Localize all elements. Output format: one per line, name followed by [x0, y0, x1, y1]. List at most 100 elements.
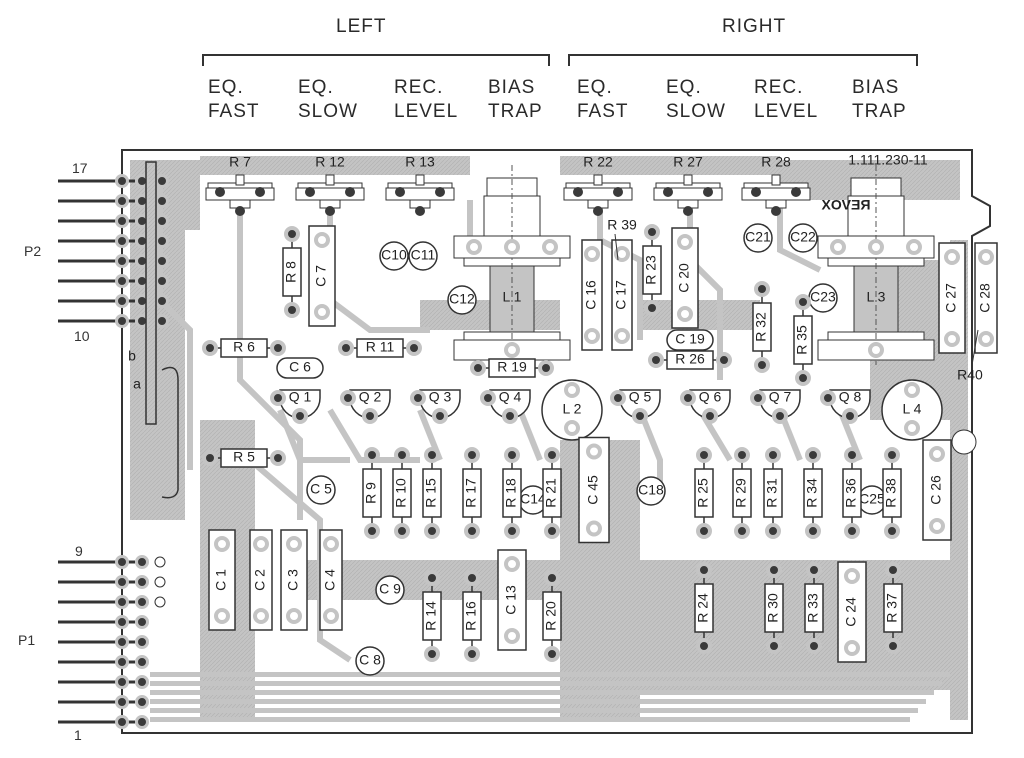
connector-pad: [155, 234, 169, 248]
solder-pad: [584, 246, 600, 262]
solder-pad: [542, 239, 558, 255]
p1-connector-label: P1: [18, 632, 36, 648]
solder-pad: [844, 523, 860, 539]
connector-pad: [115, 615, 129, 629]
resistor-label: R 10: [393, 478, 409, 508]
solder-pad: [806, 638, 822, 654]
bus-trace: [150, 717, 910, 722]
solder-pad: [464, 447, 480, 463]
empty-pad: [154, 576, 166, 588]
resistor: [282, 247, 302, 297]
capacitor-label: C 5: [310, 481, 332, 497]
resistor-label: R 26: [675, 351, 705, 367]
resistor: [502, 468, 522, 518]
group-label-right: RIGHT: [722, 16, 787, 37]
resistor: [764, 583, 784, 633]
solder-pad: [253, 608, 269, 624]
solder-pad: [538, 360, 554, 376]
connector-pad: [135, 695, 149, 709]
connector-pad: [115, 274, 129, 288]
solder-pad: [614, 246, 630, 262]
connector-pad: [115, 555, 129, 569]
connector-pad: [135, 194, 149, 208]
electrolytic-capacitor: [379, 241, 409, 271]
trimmer-potentiometer: [205, 174, 275, 216]
solder-pad: [544, 646, 560, 662]
p2-pin-bottom-label: 10: [74, 328, 90, 344]
bus-trace: [150, 699, 926, 704]
transistor-label: Q 5: [629, 389, 652, 405]
solder-pad: [470, 360, 486, 376]
mounting-hole: [951, 429, 977, 455]
right-group-bracket: [568, 54, 918, 66]
capacitor-label: C 6: [289, 359, 311, 375]
solder-pad: [410, 390, 426, 406]
solder-pad: [502, 408, 518, 424]
trimmer-potentiometer: [385, 174, 455, 216]
connector-pad: [155, 314, 169, 328]
connector-pad: [135, 655, 149, 669]
resistor-label: R 33: [805, 593, 821, 623]
connector-pad: [135, 174, 149, 188]
resistor-label: R 29: [733, 478, 749, 508]
resistor-label: R 31: [764, 478, 780, 508]
solder-pad: [362, 408, 378, 424]
resistor-label: R 19: [497, 359, 527, 375]
solder-pad: [464, 523, 480, 539]
solder-pad: [314, 304, 330, 320]
solder-pad: [424, 523, 440, 539]
left-group-bracket: [202, 54, 550, 66]
capacitor-label: C 26: [928, 475, 944, 505]
resistor: [220, 338, 268, 358]
connector-pad: [155, 174, 169, 188]
solder-pad: [586, 520, 602, 537]
connector-pad: [115, 254, 129, 268]
resistor: [694, 583, 714, 633]
connector-pad: [135, 214, 149, 228]
connector-pad: [135, 294, 149, 308]
transistor-label: Q 8: [839, 389, 862, 405]
trimmer-potentiometer: [653, 174, 723, 216]
solder-pad: [696, 523, 712, 539]
capacitor-label: C 24: [843, 597, 859, 627]
connector-pad: [135, 575, 149, 589]
solder-pad: [202, 450, 218, 466]
solder-pad: [766, 562, 782, 578]
resistor-label: R 20: [543, 601, 559, 631]
solder-pad: [644, 300, 660, 316]
resistor-label: R 8: [283, 261, 299, 283]
solder-pad: [906, 239, 922, 255]
solder-pad: [702, 408, 718, 424]
solder-pad: [314, 232, 330, 248]
jumper-a-label: a: [133, 376, 141, 392]
resistor: [642, 245, 662, 295]
connector-pad: [115, 575, 129, 589]
resistor-label: R 21: [543, 478, 559, 508]
capacitor-label: C 20: [676, 263, 692, 293]
solder-pad: [323, 608, 339, 624]
resistor: [422, 468, 442, 518]
box-capacitor: [319, 529, 343, 631]
capacitor-label: C14: [520, 491, 546, 507]
left-control-label: REC.LEVEL: [394, 76, 458, 124]
solder-pad: [544, 570, 560, 586]
solder-pad: [544, 523, 560, 539]
solder-pad: [270, 340, 286, 356]
connector-p1: [58, 555, 166, 729]
control-line1: EQ.: [208, 77, 244, 98]
solder-pad: [610, 390, 626, 406]
solder-pad: [677, 306, 693, 322]
solder-pad: [944, 249, 960, 265]
p1-pin-top-label: 9: [75, 543, 83, 559]
resistor: [803, 468, 823, 518]
control-line2: LEVEL: [754, 101, 819, 122]
resistor-label: R 18: [503, 478, 519, 508]
solder-pad: [504, 239, 520, 255]
solder-pad: [844, 447, 860, 463]
resistor-label: R 23: [643, 255, 659, 285]
electrolytic-capacitor: [447, 285, 477, 315]
coil-label: L 2: [563, 401, 582, 417]
resistor-label: R 30: [765, 593, 781, 623]
solder-pad: [884, 447, 900, 463]
solder-pad: [929, 518, 945, 534]
